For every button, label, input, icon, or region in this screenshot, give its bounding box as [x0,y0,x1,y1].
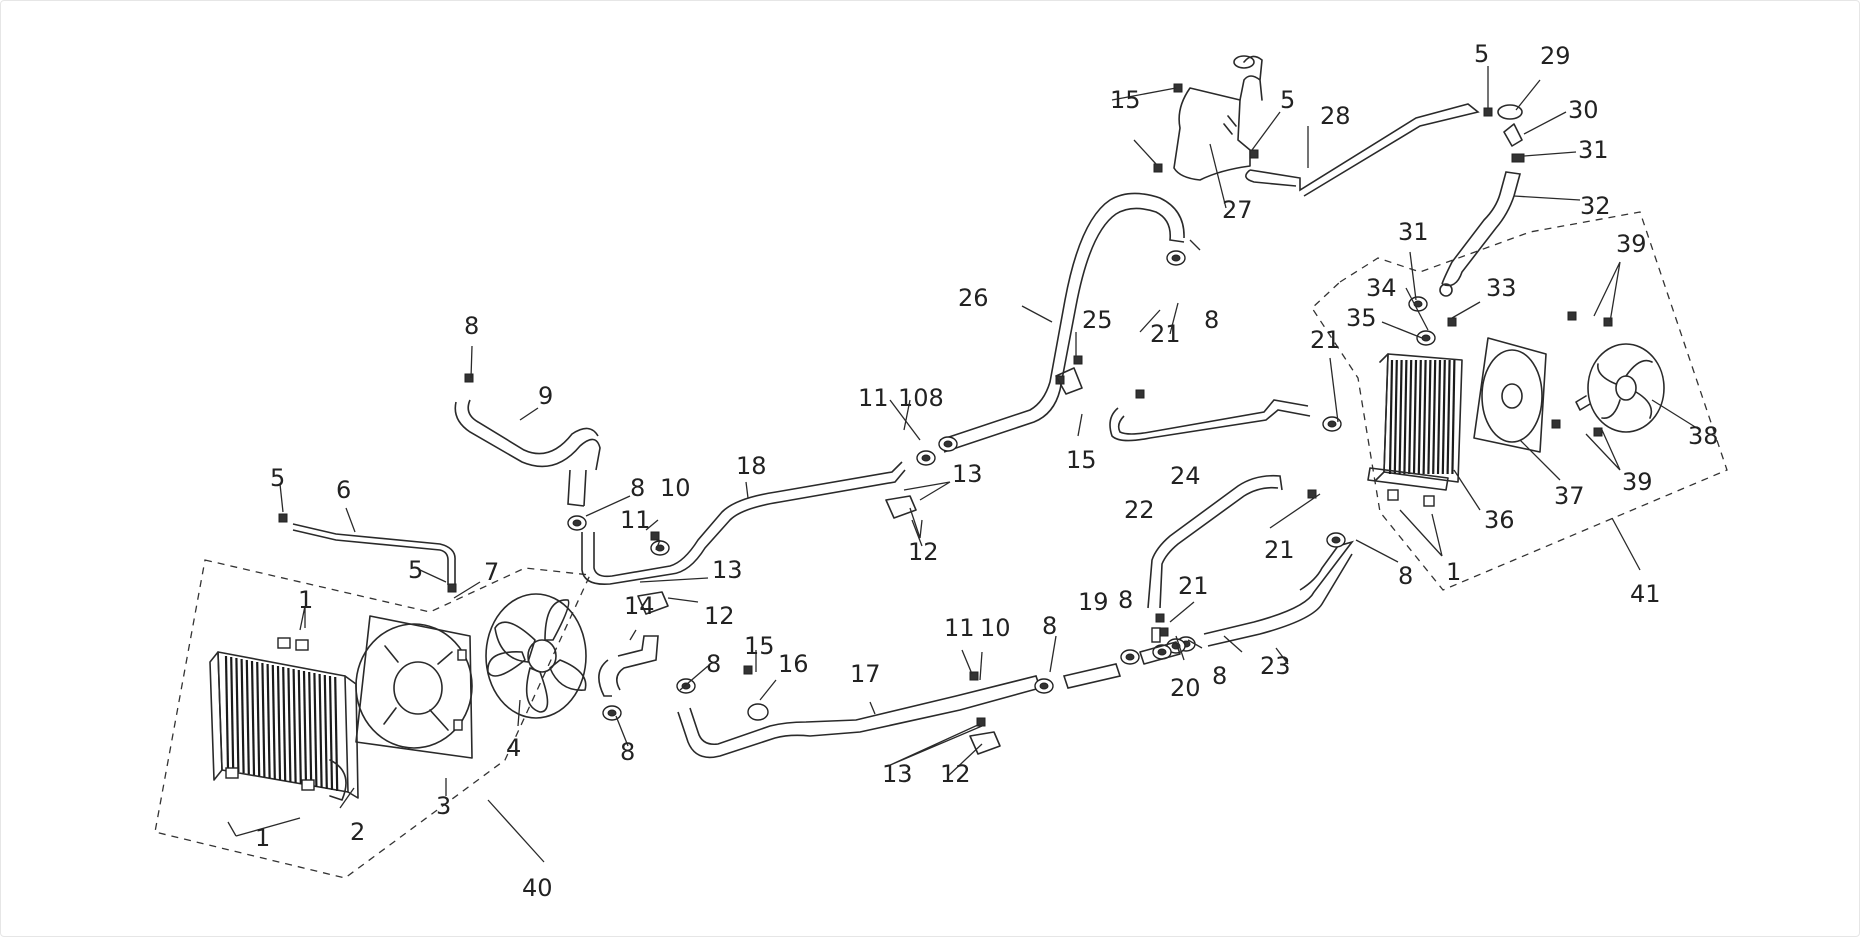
callout-11: 11 [620,506,651,534]
callout-12: 12 [908,538,939,566]
callout-16: 16 [778,650,809,678]
callout-37: 37 [1554,482,1585,510]
callout-25: 25 [1082,306,1113,334]
callout-2: 2 [350,818,365,846]
grommets-left [277,637,309,651]
callout-18: 18 [736,452,767,480]
callout-3: 3 [436,792,451,820]
fan-right [1575,343,1665,433]
callout-35: 35 [1346,304,1377,332]
callout-5: 5 [1474,40,1489,68]
callout-4: 4 [506,734,521,762]
callout-8: 8 [1212,662,1227,690]
callout-13: 13 [712,556,743,584]
callout-11: 11 [944,614,975,642]
callout-17: 17 [850,660,881,688]
callout-5: 5 [270,464,285,492]
callout-26: 26 [958,284,989,312]
callout-28: 28 [1320,102,1351,130]
callout-8: 8 [620,738,635,766]
callout-12: 12 [704,602,735,630]
callout-10: 10 [980,614,1011,642]
callout-21: 21 [1264,536,1295,564]
hose-6 [292,523,456,585]
filler-cap [1497,104,1525,163]
callout-32: 32 [1580,192,1611,220]
callout-8: 8 [706,650,721,678]
callout-labels: 1 1 1 2 3 4 5 5 5 5 6 7 8 8 8 8 8 8 8 8 … [255,40,1719,902]
callout-1: 1 [298,586,313,614]
reservoir-tank [1173,55,1263,181]
callout-15: 15 [744,632,775,660]
callout-36: 36 [1484,506,1515,534]
callout-29: 29 [1540,42,1571,70]
callout-5: 5 [408,556,423,584]
hose-19 [1062,663,1122,689]
callout-8: 8 [1042,612,1057,640]
callout-27: 27 [1222,196,1253,224]
callout-33: 33 [1486,274,1517,302]
callout-108: 108 [898,384,944,412]
fan-shroud-right [1473,337,1547,453]
assembly-outline-40 [154,559,591,879]
callout-39: 39 [1622,468,1653,496]
hose-22 [1147,474,1283,609]
callout-7: 7 [484,558,499,586]
callout-13: 13 [882,760,913,788]
hose-23 [1203,540,1355,647]
callout-23: 23 [1260,652,1291,680]
callout-10: 10 [660,474,691,502]
callout-8: 8 [1398,562,1413,590]
callout-8: 8 [1204,306,1219,334]
fan-shroud-left [355,615,473,759]
callout-38: 38 [1688,422,1719,450]
callout-21: 21 [1310,326,1341,354]
callout-20: 20 [1170,674,1201,702]
callout-40: 40 [522,874,553,902]
radiator-right [1367,353,1463,507]
callout-5: 5 [1280,86,1295,114]
callout-39: 39 [1616,230,1647,258]
callout-30: 30 [1568,96,1599,124]
callout-21: 21 [1150,320,1181,348]
callout-19: 19 [1078,588,1109,616]
callout-12: 12 [940,760,971,788]
hose-18 [581,461,906,586]
callout-14: 14 [624,592,655,620]
callout-15: 15 [1110,86,1141,114]
callout-24: 24 [1170,462,1201,490]
callout-11: 11 [858,384,889,412]
callout-15: 15 [1066,446,1097,474]
hose-32 [1439,171,1522,297]
hose-9 [454,399,601,507]
hose-14 [598,635,659,697]
hose-24 [1109,399,1311,442]
callout-8: 8 [1118,586,1133,614]
callout-41: 41 [1630,580,1661,608]
callout-21: 21 [1178,572,1209,600]
callout-1: 1 [255,824,270,852]
callout-31: 31 [1398,218,1429,246]
callout-8: 8 [630,474,645,502]
clamps-and-fittings [278,83,1613,755]
callout-13: 13 [952,460,983,488]
fan-left [485,593,587,719]
hose-17 [677,675,1042,759]
radiator-left [209,651,359,801]
callout-8: 8 [464,312,479,340]
callout-22: 22 [1124,496,1155,524]
callout-1: 1 [1446,558,1461,586]
callout-31: 31 [1578,136,1609,164]
leader-lines [227,66,1701,863]
callout-9: 9 [538,382,553,410]
callout-34: 34 [1366,274,1397,302]
assembly-outline-41 [1311,211,1728,591]
hose-26 [939,192,1185,453]
callout-6: 6 [336,476,351,504]
hose-28 [1245,103,1480,197]
